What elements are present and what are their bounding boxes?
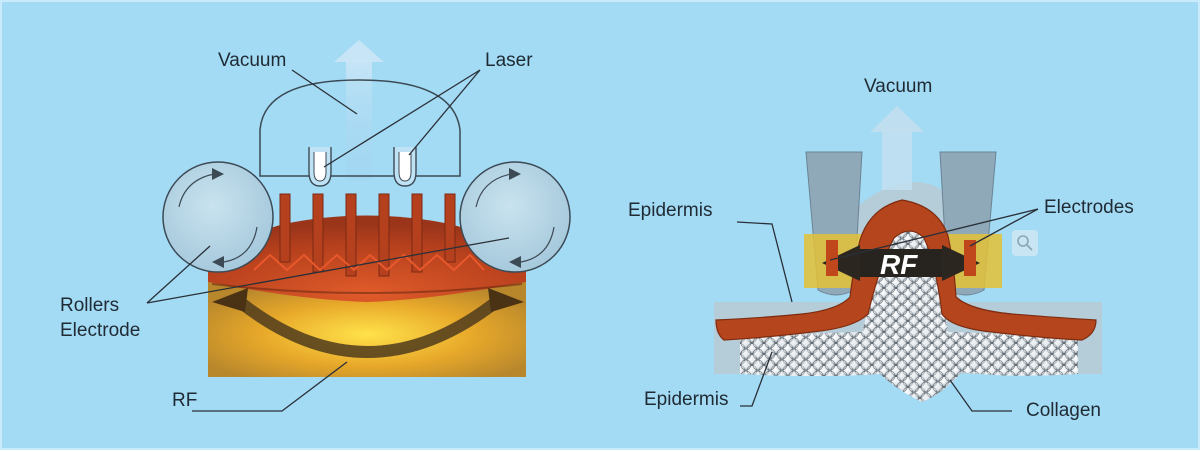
label-vacuum-right: Vacuum — [864, 76, 932, 97]
rf-center-arrow: RF — [822, 245, 980, 281]
roller-right — [459, 161, 571, 273]
applicator-head — [259, 79, 461, 177]
collagen-mass — [740, 221, 1078, 402]
epidermis-layer — [715, 199, 1097, 341]
label-epidermis-bottom: Epidermis — [644, 389, 728, 410]
label-rf-center: RF — [880, 249, 918, 280]
label-rf-left: RF — [172, 390, 197, 411]
left-diagram: Vacuum Laser Rollers Electrode RF — [60, 40, 571, 412]
label-vacuum-left: Vacuum — [218, 50, 286, 71]
electrode-pins — [279, 193, 456, 277]
label-rollers: Rollers — [60, 295, 119, 316]
label-electrode: Electrode — [60, 320, 140, 341]
magnifier-icon — [1017, 235, 1033, 251]
right-leader-lines — [736, 208, 1039, 412]
label-epidermis-top: Epidermis — [628, 200, 712, 221]
zoom-button[interactable] — [1012, 230, 1038, 256]
laser-emitters — [308, 147, 417, 187]
left-leader-lines — [146, 69, 510, 412]
label-collagen: Collagen — [1026, 400, 1101, 421]
roller-left — [162, 161, 274, 273]
vacuum-arrow-right — [870, 106, 924, 190]
label-laser: Laser — [485, 50, 533, 71]
tissue-block-left — [208, 193, 526, 377]
label-electrodes: Electrodes — [1044, 197, 1134, 218]
rf-arc-arrow — [212, 288, 524, 358]
electrode-tips — [826, 240, 976, 276]
right-diagram: RF Vacuum Epidermis Electrodes Epidermis… — [628, 76, 1134, 421]
